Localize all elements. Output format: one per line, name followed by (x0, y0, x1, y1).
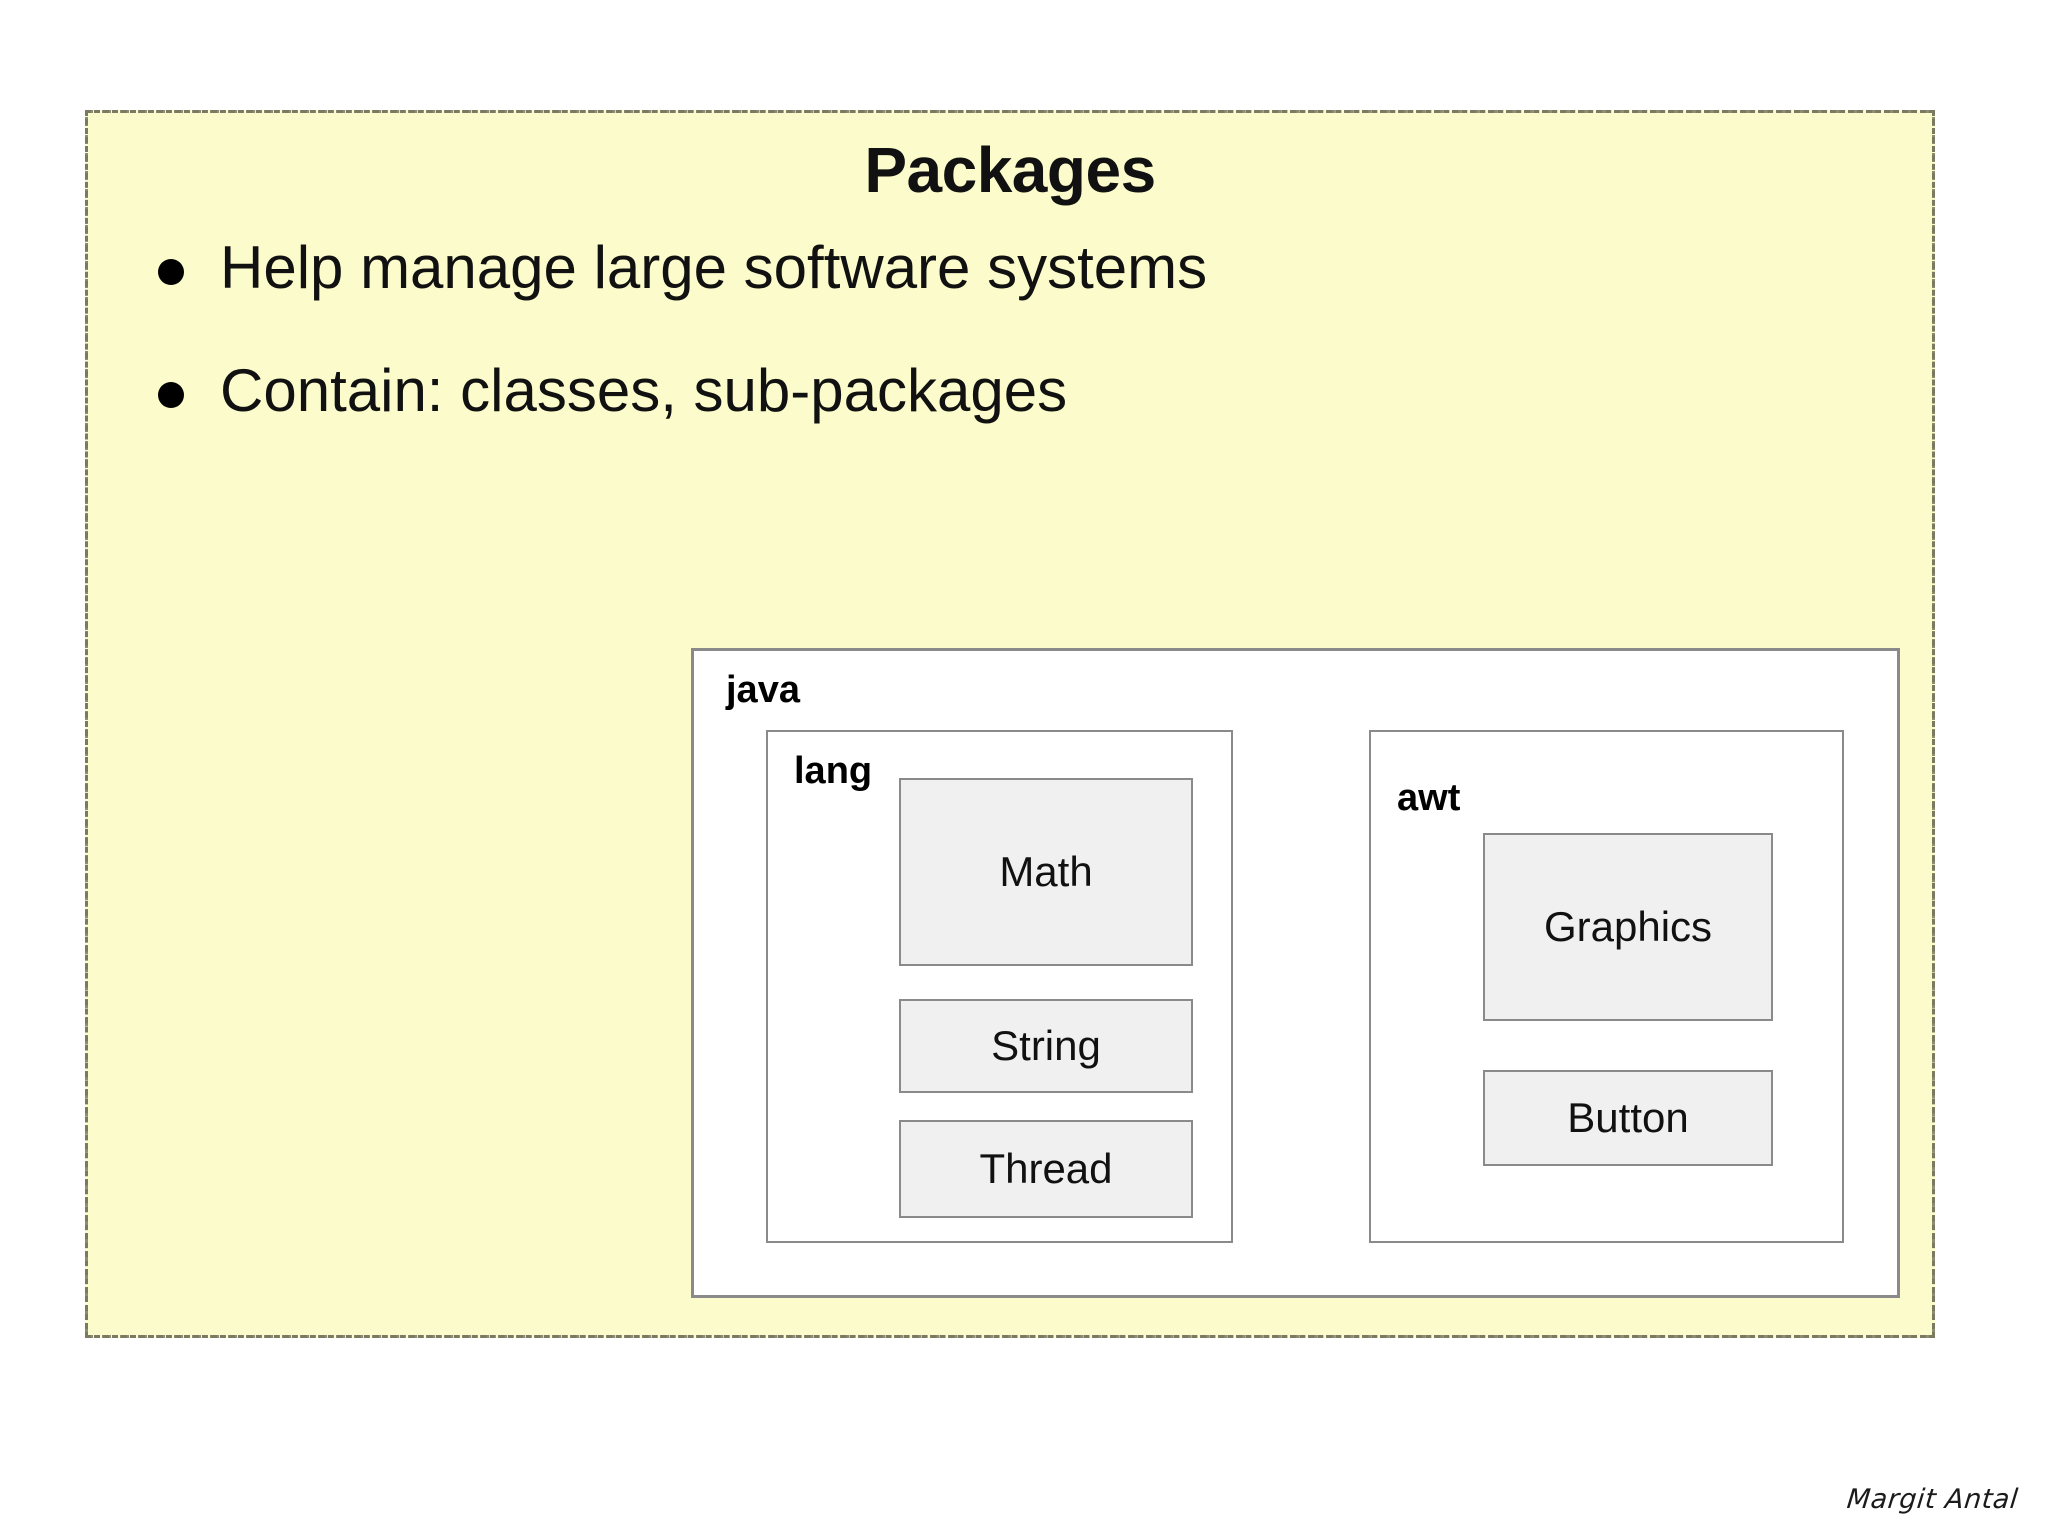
subpackage-box-lang: lang Math String Thread (766, 730, 1233, 1243)
java-package-box: java lang Math String Thread awt Graphic… (691, 648, 1900, 1298)
bullet-dot-icon (158, 259, 184, 285)
bullet-item-label: Contain: classes, sub-packages (220, 357, 1068, 424)
bullet-list: Help manage large software systems Conta… (158, 233, 1658, 479)
subpackage-box-awt: awt Graphics Button (1369, 730, 1844, 1243)
slide-panel: Packages Help manage large software syst… (85, 110, 1935, 1338)
list-item: Help manage large software systems (158, 233, 1658, 302)
author-signature: Margit Antal (1845, 1484, 2020, 1515)
package-label-awt: awt (1397, 777, 1461, 819)
list-item: Contain: classes, sub-packages (158, 356, 1658, 425)
package-label-java: java (726, 669, 800, 711)
package-label-lang: lang (794, 750, 873, 792)
class-box-button: Button (1483, 1070, 1773, 1166)
class-box-math: Math (899, 778, 1193, 966)
class-box-graphics: Graphics (1483, 833, 1773, 1021)
class-box-thread: Thread (899, 1120, 1193, 1218)
bullet-item-label: Help manage large software systems (220, 234, 1208, 301)
bullet-dot-icon (158, 382, 184, 408)
class-box-string: String (899, 999, 1193, 1093)
page-title: Packages (864, 134, 1156, 206)
